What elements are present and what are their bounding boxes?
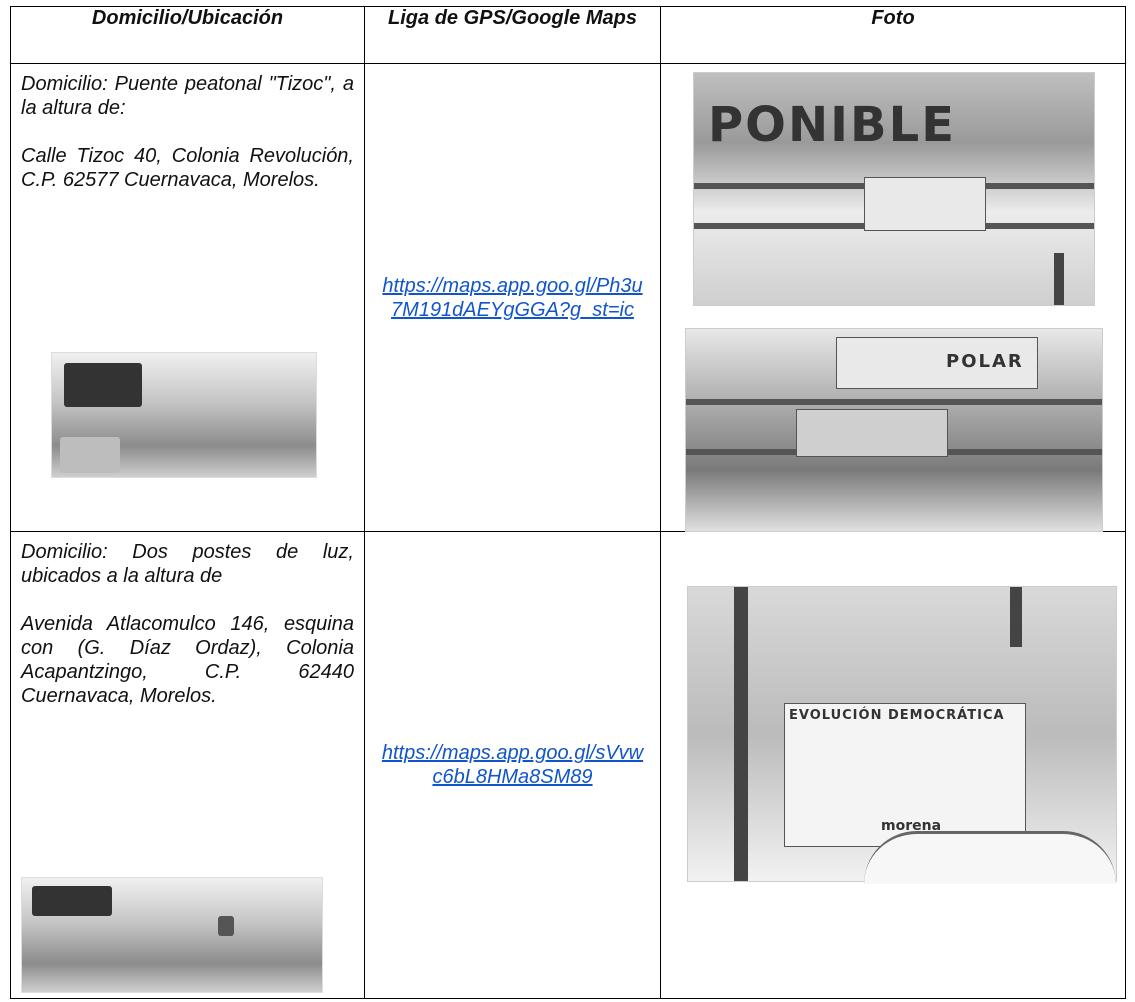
evidence-table: Domicilio/Ubicación Liga de GPS/Google M… [10, 6, 1126, 999]
table-row: Domicilio: Puente peatonal "Tizoc", a la… [10, 63, 1126, 532]
header-address: Domicilio/Ubicación [10, 6, 365, 64]
billboard-text: PONIBLE [708, 97, 956, 153]
address-cell: Domicilio: Puente peatonal "Tizoc", a la… [10, 63, 365, 532]
header-row: Domicilio/Ubicación Liga de GPS/Google M… [10, 6, 1126, 64]
photo-cell: PONIBLE POLAR [660, 63, 1126, 532]
address-detail: Avenida Atlacomulco 146, esquina con (G.… [21, 613, 354, 707]
campaign-banner: EVOLUCIÓN DEMOCRÁTICA morena [784, 703, 1026, 847]
address-label: Domicilio: Puente peatonal "Tizoc", a la… [21, 73, 354, 119]
campaign-banner-photo: EVOLUCIÓN DEMOCRÁTICA morena [687, 586, 1117, 884]
bridge-sign-text: POLAR [946, 351, 1024, 372]
bridge-photo: POLAR [685, 328, 1103, 532]
link-cell: https://maps.app.goo.gl/Ph3u7M191dAEYgGG… [364, 63, 661, 532]
banner-title: EVOLUCIÓN DEMOCRÁTICA [789, 708, 1005, 723]
header-gps-link: Liga de GPS/Google Maps [364, 6, 661, 64]
address-cell: Domicilio: Dos postes de luz, ubicados a… [10, 531, 365, 999]
photo-cell: EVOLUCIÓN DEMOCRÁTICA morena [660, 531, 1126, 999]
banner-party: morena [881, 818, 942, 834]
header-photo: Foto [660, 6, 1126, 64]
maps-link[interactable]: https://maps.app.goo.gl/sVvwc6bL8HMa8SM8… [381, 742, 644, 788]
link-cell: https://maps.app.goo.gl/sVvwc6bL8HMa8SM8… [364, 531, 661, 999]
address-label: Domicilio: Dos postes de luz, ubicados a… [21, 541, 354, 587]
street-view-thumbnail [51, 352, 317, 478]
table-row: Domicilio: Dos postes de luz, ubicados a… [10, 531, 1126, 999]
maps-link[interactable]: https://maps.app.goo.gl/Ph3u7M191dAEYgGG… [382, 274, 643, 321]
billboard-photo: PONIBLE [693, 72, 1095, 306]
address-detail: Calle Tizoc 40, Colonia Revolución, C.P.… [21, 145, 354, 191]
street-view-thumbnail [21, 877, 323, 993]
